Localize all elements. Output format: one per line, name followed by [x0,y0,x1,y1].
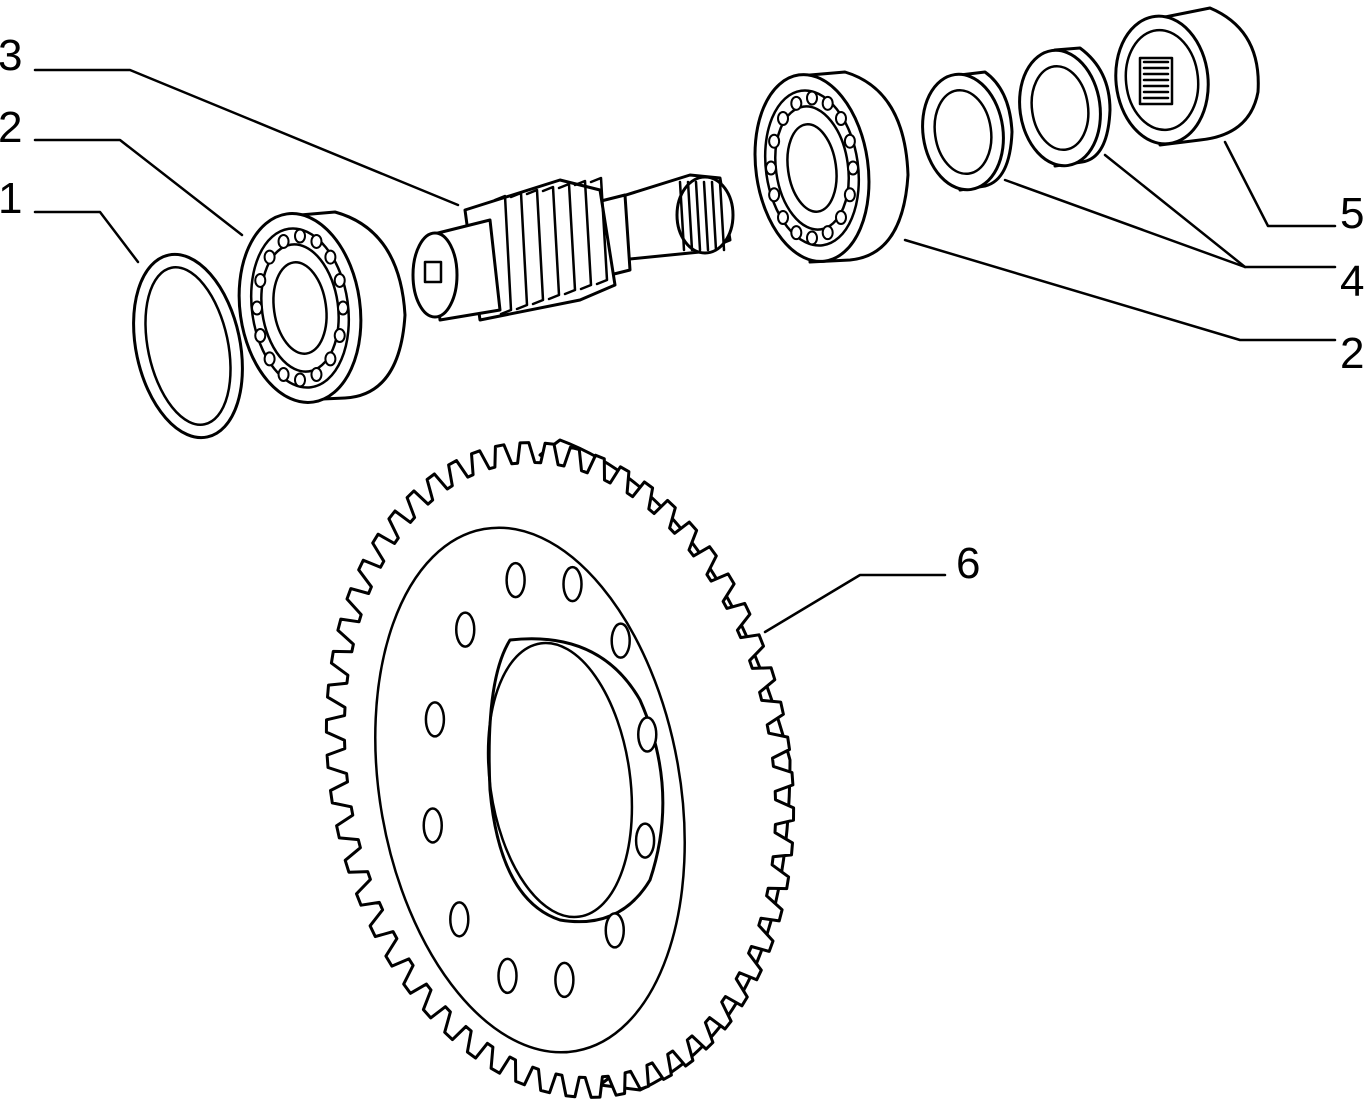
shaft-spline [718,180,726,252]
shaft-spline [686,180,694,252]
bearing-ball [806,230,818,246]
leader-5 [1223,140,1337,228]
bolt-hole [554,961,575,999]
bolt-hole [454,611,476,648]
callout-3: 3 [0,31,22,80]
bearing-ball [834,111,847,127]
part-5-splined-sleeve[interactable] [1110,6,1260,148]
bearing-ball [768,133,781,149]
leader-2-right [903,238,1337,342]
shaft-spline [694,180,702,252]
leader-3 [33,68,460,207]
bearing-ball [843,187,856,203]
bearing-ball [277,233,290,249]
bearing-ball [310,367,323,383]
bearing-ball [294,372,306,388]
pinion-tooth [509,191,529,311]
callout-numbers: 1 2 3 2 4 5 6 [0,31,1364,588]
pinion-tooth [557,182,577,296]
callout-4: 4 [1340,257,1364,306]
bolt-hole [637,716,658,753]
callout-1: 1 [0,174,22,223]
bearing-ball [251,300,263,316]
bearing-ball [310,233,323,249]
callout-6: 6 [956,539,980,588]
bearing-ball [294,228,306,244]
callout-2-right: 2 [1340,329,1364,378]
pinion-tooth [493,194,513,316]
bearing-ball [263,351,276,367]
bearing-ball [277,367,290,383]
bolt-hole [449,901,470,938]
bearing-ball [806,90,818,106]
bolt-hole [562,565,583,603]
bolt-hole [604,912,626,949]
leader-lines [33,68,1337,634]
bearing-ball [790,225,803,241]
bearing-ball [263,249,276,265]
part-3-pinion-shaft[interactable] [411,173,735,322]
part-2-right-ball-bearing[interactable] [743,67,910,269]
part-4-spacer-ring-a[interactable] [915,69,1014,195]
shaft-spline [702,180,710,252]
bolt-hole [497,957,518,995]
leader-2-left [33,138,244,237]
bolt-hole [424,701,446,738]
shaft-spline [678,180,686,252]
callout-2-left: 2 [0,103,22,152]
pinion-tooth [589,176,609,286]
pinion-tooth [573,179,593,291]
bolt-hole [634,822,656,859]
bearing-ball [777,209,790,225]
bearing-ball [790,95,803,111]
bolt-hole [422,807,443,844]
bearing-ball [843,133,856,149]
shaft-spline [710,180,718,252]
leader-6 [763,573,947,634]
bearing-ball [768,187,781,203]
bolt-hole [610,622,631,659]
bearing-ball [834,209,847,225]
leader-4a [1003,178,1337,269]
leader-4b [1103,153,1247,269]
bearing-ball [333,328,346,344]
bearing-ball [847,160,859,176]
part-4-spacer-ring-b[interactable] [1012,45,1112,171]
bearing-ball [337,300,349,316]
bolt-hole [505,561,526,599]
bearing-ball [333,272,346,288]
bearing-ball [821,225,834,241]
bearing-ball [821,95,834,111]
pinion-tooth [541,185,561,301]
bearing-ball [777,111,790,127]
leader-1 [33,210,140,264]
part-6-ring-gear[interactable] [324,438,796,1099]
callout-5: 5 [1340,189,1364,238]
bearing-ball [254,328,267,344]
part-1-snap-ring[interactable] [118,244,258,448]
pinion-tooth [525,188,545,306]
bearing-ball [765,160,777,176]
bearing-ball [324,249,337,265]
bearing-ball [254,272,267,288]
part-2-left-ball-bearing[interactable] [227,206,407,411]
bearing-ball [324,351,337,367]
